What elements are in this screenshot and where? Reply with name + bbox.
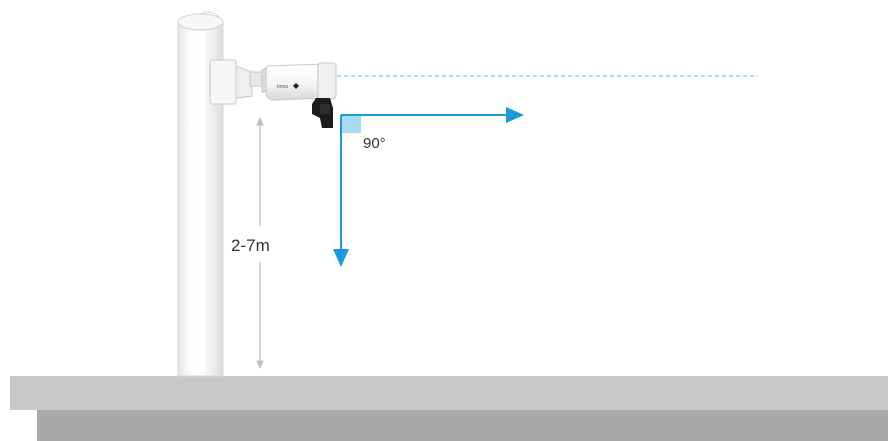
right-angle-marker: [341, 115, 361, 133]
height-label: 2-7m: [231, 236, 270, 255]
camera-brand-label: Imou: [277, 84, 288, 90]
ground-base-slab: [37, 410, 888, 441]
angle-label: 90°: [363, 135, 386, 152]
ground-top-slab: [10, 376, 888, 410]
camera-logo-icon: [293, 83, 299, 89]
bullet-camera: Imou: [265, 62, 337, 128]
pole-top-cap: [177, 13, 224, 31]
wall-bracket: [209, 59, 273, 105]
ground: [10, 376, 888, 441]
